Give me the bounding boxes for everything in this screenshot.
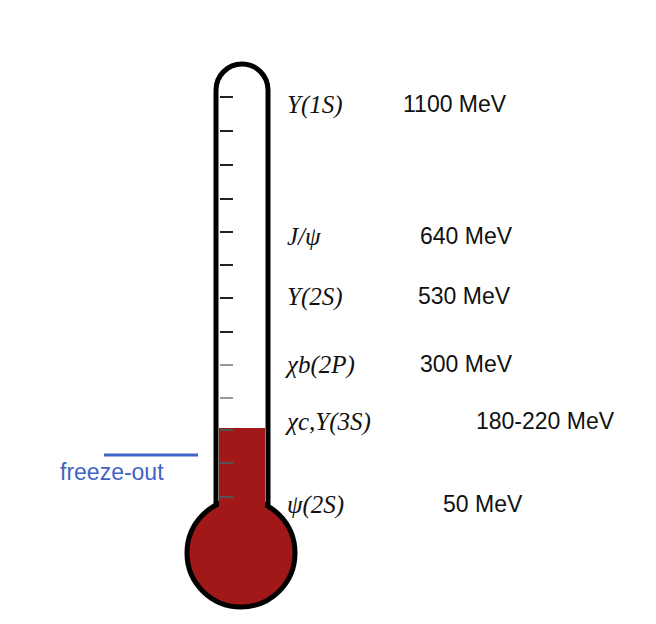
- particle-name: J/ψ: [287, 222, 321, 252]
- binding-energy: 50 MeV: [443, 491, 522, 519]
- particle-name: Υ(2S): [287, 282, 343, 312]
- freeze-out-label: freeze-out: [60, 459, 164, 487]
- bulb-highlight: [208, 539, 222, 567]
- particle-name: χb(2P): [287, 350, 355, 380]
- particle-name: Υ(1S): [287, 90, 343, 120]
- tick-marks: [220, 97, 233, 497]
- particle-name: χc,Υ(3S): [287, 407, 371, 437]
- binding-energy: 640 MeV: [420, 223, 512, 251]
- binding-energy: 1100 MeV: [403, 91, 506, 119]
- particle-name: ψ(2S): [287, 490, 344, 520]
- binding-energy: 300 MeV: [420, 351, 512, 379]
- mercury-column: [219, 428, 265, 546]
- freeze-out-line: [104, 454, 198, 457]
- binding-energy: 530 MeV: [418, 283, 510, 311]
- binding-energy: 180-220 MeV: [476, 408, 614, 436]
